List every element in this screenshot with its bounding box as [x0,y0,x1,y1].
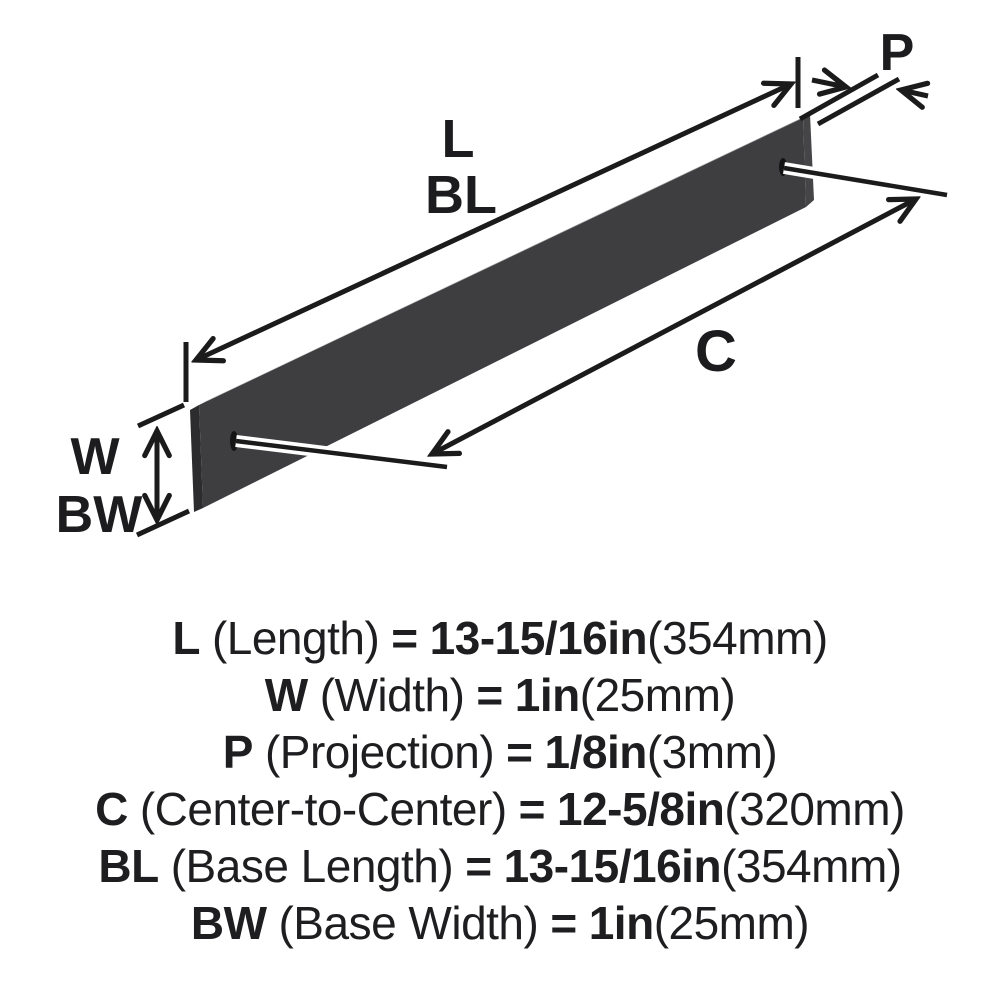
length-label: L [442,109,475,169]
legend-key: BW [190,897,267,949]
legend-metric: (354mm) [647,612,828,664]
base-width-label: BW [56,486,144,544]
legend-key: W [264,669,308,721]
width-dimension [135,402,191,538]
legend-metric: (3mm) [646,726,778,778]
bar-right-end-face [803,114,814,207]
legend-equals: = [506,726,533,778]
projection-dimension [798,72,928,127]
center-label: C [695,319,737,384]
legend-key: BL [98,840,159,892]
base-length-label: BL [425,165,497,225]
legend-value: 12-5/8in [557,783,725,835]
width-top-tick [136,402,186,429]
legend-name: (Center-to-Center) [139,783,507,835]
legend-metric: (354mm) [721,840,902,892]
legend-equals: = [476,669,503,721]
legend-row-width: W(Width)=1in(25mm) [0,667,1000,724]
legend-key: C [95,783,128,835]
legend-row-center-to-center: C(Center-to-Center)=12-5/8in(320mm) [0,781,1000,838]
legend-value: 1in [514,669,580,721]
width-label: W [70,428,120,486]
projection-label: P [880,24,915,82]
hole-leader-lines [235,162,948,473]
legend-name: (Width) [319,669,465,721]
legend-row-length: L(Length)=13-15/16in(354mm) [0,610,1000,667]
legend-equals: = [550,897,577,949]
legend-equals: = [465,840,492,892]
center-dimension [432,199,916,454]
legend-key: L [172,612,200,664]
projection-back-extension [816,76,901,127]
center-dimension-arrow [432,199,916,454]
measurement-legend: L(Length)=13-15/16in(354mm) W(Width)=1in… [0,590,1000,952]
legend-metric: (320mm) [724,783,905,835]
legend-key: P [222,726,254,778]
legend-value: 13-15/16in [503,840,722,892]
legend-metric: (25mm) [653,897,810,949]
legend-metric: (25mm) [579,669,736,721]
legend-value: 1in [588,897,654,949]
legend-row-base-width: BW(Base Width)=1in(25mm) [0,895,1000,952]
legend-row-base-length: BL(Base Length)=13-15/16in(354mm) [0,838,1000,895]
legend-equals: = [391,612,418,664]
pull-handle-diagram: L BL P C W BW [56,24,948,544]
bar-left-end-face [190,405,203,512]
projection-left-arrow [811,80,846,87]
legend-name: (Length) [211,612,380,664]
projection-right-arrow [901,90,928,96]
legend-row-projection: P(Projection)=1/8in(3mm) [0,724,1000,781]
legend-value: 13-15/16in [429,612,648,664]
right-leader-line [783,165,948,198]
legend-name: (Projection) [264,726,495,778]
legend-name: (Base Width) [278,897,539,949]
width-bottom-tick [135,508,191,538]
projection-front-extension [798,72,880,122]
left-leader-line [235,438,448,470]
legend-equals: = [518,783,546,835]
legend-name: (Base Length) [170,840,454,892]
legend-value: 1/8in [544,726,648,778]
